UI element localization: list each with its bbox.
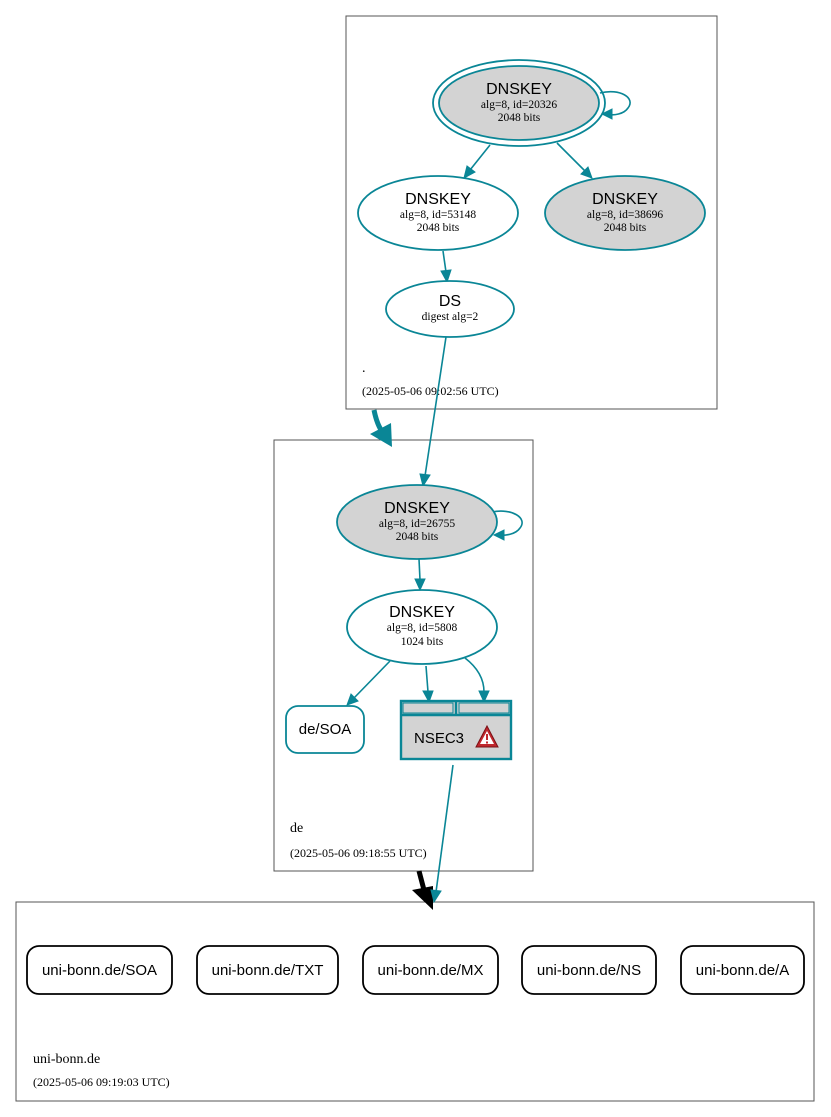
edge-de-ksk-to-zsk xyxy=(414,558,426,592)
node-de-soa[interactable]: de/SOA xyxy=(285,705,365,754)
zone-uni-bonn-timestamp: (2025-05-06 09:19:03 UTC) xyxy=(33,1075,170,1089)
record-uni-bonn-ns[interactable]: uni-bonn.de/NS xyxy=(521,945,657,995)
node-detail: 2048 bits xyxy=(396,531,439,543)
node-detail: 2048 bits xyxy=(498,112,541,124)
record-label: uni-bonn.de/SOA xyxy=(42,962,157,979)
node-detail: alg=8, id=5808 xyxy=(387,622,458,634)
record-label: uni-bonn.de/A xyxy=(696,962,789,979)
node-root-dnskey-20326[interactable]: DNSKEY alg=8, id=20326 2048 bits xyxy=(432,59,606,147)
edge-de-zsk-to-soa xyxy=(346,660,391,706)
record-label: uni-bonn.de/MX xyxy=(378,962,484,979)
node-root-dnskey-53148[interactable]: DNSKEY alg=8, id=53148 2048 bits xyxy=(357,175,519,251)
record-uni-bonn-mx[interactable]: uni-bonn.de/MX xyxy=(362,945,499,995)
zone-uni-bonn-name: uni-bonn.de xyxy=(33,1052,100,1067)
edge-de-ksk-self xyxy=(491,510,523,541)
zone-uni-bonn-box xyxy=(15,901,815,1102)
node-detail: digest alg=2 xyxy=(422,311,479,323)
zone-root-name: . xyxy=(362,361,366,376)
record-uni-bonn-txt[interactable]: uni-bonn.de/TXT xyxy=(196,945,339,995)
zone-de-name: de xyxy=(290,821,303,836)
record-label: uni-bonn.de/NS xyxy=(537,962,641,979)
node-detail: 2048 bits xyxy=(604,222,647,234)
node-label: NSEC3 xyxy=(414,730,464,747)
edge-root-ksk-to-zsk xyxy=(463,144,491,179)
edge-nsec3-to-uni-bonn xyxy=(430,764,454,904)
node-title: DNSKEY xyxy=(384,500,450,517)
edge-de-zsk-to-nsec3-a xyxy=(422,665,434,704)
delegation-de-to-uni-bonn xyxy=(412,870,433,910)
node-title: DS xyxy=(439,293,461,310)
edge-ds-to-de-ksk xyxy=(419,336,447,488)
node-detail: alg=8, id=20326 xyxy=(481,99,557,111)
node-detail: alg=8, id=26755 xyxy=(379,518,455,530)
record-uni-bonn-a[interactable]: uni-bonn.de/A xyxy=(680,945,805,995)
node-title: DNSKEY xyxy=(405,191,471,208)
node-detail: 2048 bits xyxy=(417,222,460,234)
node-de-dnskey-26755[interactable]: DNSKEY alg=8, id=26755 2048 bits xyxy=(336,484,498,560)
node-de-nsec3[interactable]: NSEC3 xyxy=(399,699,513,761)
warning-icon xyxy=(475,724,499,748)
zone-root-timestamp: (2025-05-06 09:02:56 UTC) xyxy=(362,384,499,398)
node-root-ds[interactable]: DS digest alg=2 xyxy=(385,280,515,338)
edge-root-ksk-self xyxy=(599,90,631,120)
node-detail: alg=8, id=38696 xyxy=(587,209,663,221)
node-label: de/SOA xyxy=(299,721,352,738)
edge-de-zsk-to-nsec3-b xyxy=(464,657,490,704)
node-root-dnskey-38696[interactable]: DNSKEY alg=8, id=38696 2048 bits xyxy=(544,175,706,251)
edge-root-zsk-to-ds xyxy=(440,250,452,284)
node-title: DNSKEY xyxy=(592,191,658,208)
record-uni-bonn-soa[interactable]: uni-bonn.de/SOA xyxy=(26,945,173,995)
node-detail: alg=8, id=53148 xyxy=(400,209,476,221)
delegation-root-to-de xyxy=(370,409,392,447)
node-title: DNSKEY xyxy=(389,604,455,621)
edge-root-ksk-to-key3 xyxy=(556,142,593,179)
node-detail: 1024 bits xyxy=(401,636,444,648)
record-label: uni-bonn.de/TXT xyxy=(212,962,324,979)
node-de-dnskey-5808[interactable]: DNSKEY alg=8, id=5808 1024 bits xyxy=(346,589,498,665)
zone-de-timestamp: (2025-05-06 09:18:55 UTC) xyxy=(290,846,427,860)
node-title: DNSKEY xyxy=(486,81,552,98)
